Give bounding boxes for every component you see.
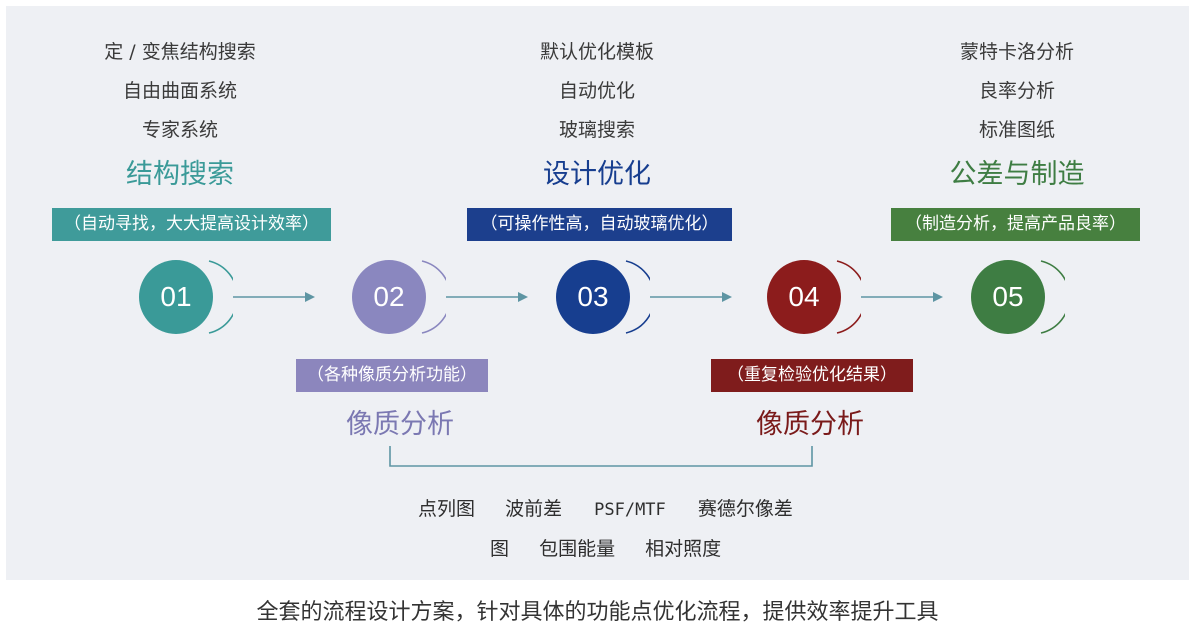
- metrics-row-2: 图 包围能量 相对照度: [490, 534, 721, 561]
- top-group-design-optimization: 默认优化模板 自动优化 玻璃搜索 设计优化: [477, 33, 717, 198]
- stage-tag: （制造分析，提高产品良率）: [891, 208, 1140, 241]
- metrics-row-1: 点列图 波前差 PSF/MTF 赛德尔像差: [418, 494, 793, 521]
- metric-item: PSF/MTF: [594, 500, 666, 520]
- feature-line: 默认优化模板: [539, 41, 654, 63]
- stage-circle-04: 04: [767, 260, 841, 334]
- flow-arrow: [861, 292, 943, 302]
- flow-arrow: [233, 292, 315, 302]
- feature-line: 标准图纸: [978, 119, 1055, 141]
- flow-arrow: [446, 292, 528, 302]
- circle-arc-decoration: [421, 260, 446, 334]
- stage-circle-03: 03: [556, 260, 630, 334]
- metric-item: 点列图: [418, 498, 476, 520]
- circle-arc-decoration: [208, 260, 233, 334]
- stage-circle-02: 02: [352, 260, 426, 334]
- circle-arc-decoration: [1040, 260, 1065, 334]
- feature-line: 玻璃搜索: [558, 119, 635, 141]
- stage-circle-05: 05: [971, 260, 1045, 334]
- circle-arc-decoration: [625, 260, 650, 334]
- metric-item: 包围能量: [539, 538, 616, 560]
- analysis-bracket: [389, 446, 813, 467]
- stage-title: 公差与制造: [949, 159, 1085, 190]
- stage-title: 设计优化: [543, 159, 651, 190]
- metric-item: 图: [490, 538, 510, 560]
- feature-line: 定 / 变焦结构搜索: [104, 41, 256, 63]
- metric-item: 相对照度: [645, 538, 722, 560]
- feature-line: 专家系统: [141, 119, 218, 141]
- top-group-structure-search: 定 / 变焦结构搜索 自由曲面系统 专家系统 结构搜索: [60, 33, 300, 198]
- stage-tag: （重复检验优化结果）: [711, 359, 913, 392]
- stage-title: 像质分析: [756, 409, 864, 440]
- feature-line: 蒙特卡洛分析: [959, 41, 1074, 63]
- feature-line: 自由曲面系统: [122, 80, 237, 102]
- flow-arrow: [650, 292, 732, 302]
- stage-title: 像质分析: [346, 409, 454, 440]
- feature-line: 良率分析: [978, 80, 1055, 102]
- top-group-tolerance-manufacturing: 蒙特卡洛分析 良率分析 标准图纸 公差与制造: [897, 33, 1137, 198]
- stage-tag: （自动寻找，大大提高设计效率）: [52, 208, 331, 241]
- metric-item: 赛德尔像差: [697, 498, 793, 520]
- stage-tag: （各种像质分析功能）: [296, 359, 488, 392]
- stage-title: 结构搜索: [126, 159, 234, 190]
- caption: 全套的流程设计方案，针对具体的功能点优化流程，提供效率提升工具: [256, 600, 939, 625]
- stage-tag: （可操作性高，自动玻璃优化）: [467, 208, 732, 241]
- circle-arc-decoration: [836, 260, 861, 334]
- metric-item: 波前差: [505, 498, 563, 520]
- feature-line: 自动优化: [558, 80, 635, 102]
- stage-circle-01: 01: [139, 260, 213, 334]
